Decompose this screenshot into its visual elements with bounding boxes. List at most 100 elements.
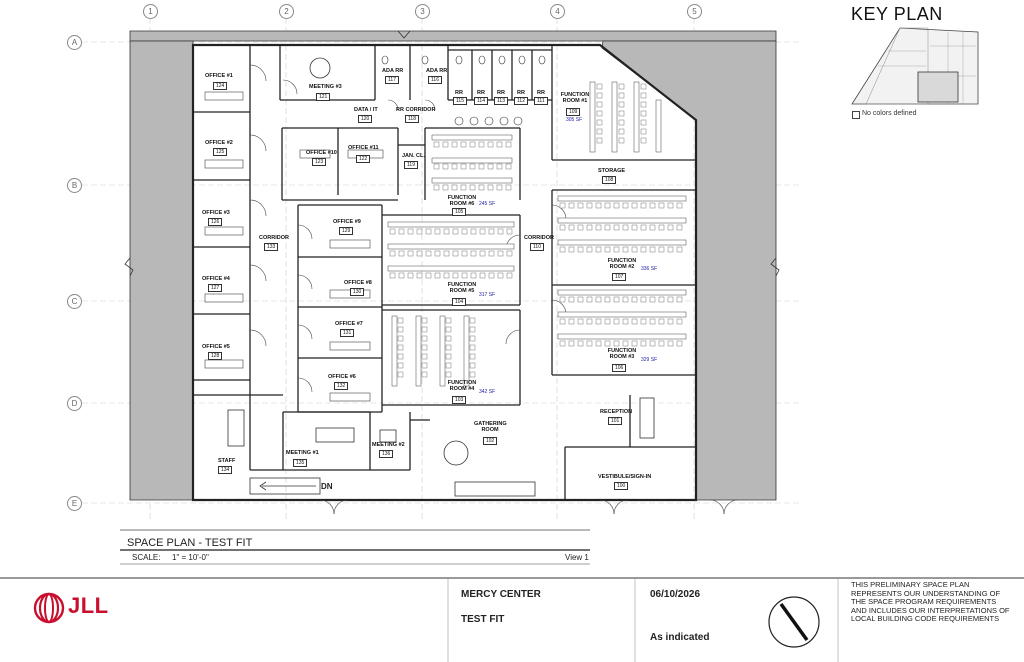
room-number: 101	[608, 417, 623, 425]
exterior-walls	[129, 30, 777, 501]
room-number: 109	[566, 108, 581, 116]
chairs	[389, 83, 683, 378]
room-name: FUNCTION ROOM #3	[607, 348, 637, 360]
room-name: ADA RR	[382, 68, 404, 74]
room-area: 305 SF	[566, 117, 583, 123]
room-name: OFFICE #4	[202, 276, 230, 282]
room-number: 133	[264, 243, 279, 251]
view-title-frame	[120, 529, 590, 565]
room-name: STORAGE	[598, 168, 626, 174]
room-name: OFFICE #11	[348, 145, 379, 151]
room-number: 131	[340, 329, 355, 337]
room-number: 111	[534, 97, 548, 105]
room-name: RR	[497, 90, 505, 96]
room-number: 102	[483, 437, 498, 445]
room-name: OFFICE #2	[205, 140, 233, 146]
room-number: 127	[208, 284, 223, 292]
grid-col-3: 3	[415, 4, 430, 19]
room-number: 126	[208, 218, 223, 226]
room-number: 124	[213, 82, 228, 90]
key-plan-diagram	[851, 27, 979, 105]
building-outline	[191, 43, 698, 502]
room-number: 116	[428, 76, 442, 84]
room-number: 114	[474, 97, 488, 105]
room-name: RR	[517, 90, 525, 96]
room-number: 106	[612, 364, 627, 372]
room-name: OFFICE #8	[344, 280, 372, 286]
room-name: FUNCTION ROOM #5	[447, 282, 477, 294]
room-name: STAFF	[218, 458, 236, 464]
jll-logo-text: JLL	[68, 593, 109, 618]
room-number: 134	[218, 466, 233, 474]
room-number: 125	[213, 148, 228, 156]
room-name: DATA / IT	[354, 107, 378, 113]
title-block-frame	[0, 577, 1024, 662]
scale-note: As indicated	[650, 632, 710, 643]
doors	[249, 64, 739, 515]
function-room-tables	[387, 81, 687, 387]
room-number: 100	[614, 482, 629, 490]
project-subtitle: TEST FIT	[461, 614, 505, 625]
room-name: OFFICE #1	[205, 73, 233, 79]
room-number: 122	[356, 155, 371, 163]
room-number: 105	[452, 208, 467, 216]
room-area: 317 SF	[479, 292, 496, 298]
interior-walls	[193, 45, 696, 500]
room-name: FUNCTION ROOM #4	[447, 380, 477, 392]
room-name: MEETING #1	[286, 450, 319, 456]
room-name: FUNCTION ROOM #6	[447, 195, 477, 207]
room-name: RR	[477, 90, 485, 96]
view-scale-label: SCALE:	[132, 553, 161, 562]
room-area: 245 SF	[479, 201, 496, 207]
grid-col-4: 4	[550, 4, 565, 19]
room-number: 121	[316, 93, 331, 101]
stair-down-label: DN	[321, 482, 333, 491]
room-number: 123	[312, 158, 327, 166]
grid-row-a: A	[67, 35, 82, 50]
view-scale-value: 1" = 10'-0"	[172, 553, 209, 562]
room-number: 129	[339, 227, 354, 235]
view-title: SPACE PLAN - TEST FIT	[127, 537, 253, 549]
room-number: 130	[350, 288, 365, 296]
room-name: RR	[455, 90, 463, 96]
room-number: 112	[514, 97, 528, 105]
room-number: 135	[293, 459, 308, 467]
room-name: FUNCTION ROOM #2	[607, 258, 637, 270]
room-name: OFFICE #9	[333, 219, 361, 225]
room-number: 118	[405, 115, 419, 123]
room-name: RR CORRIDOR	[396, 107, 436, 113]
key-plan-legend: No colors defined	[862, 110, 917, 117]
room-number: 107	[612, 273, 627, 281]
room-name: RECEPTION	[600, 409, 633, 415]
room-name: JAN. CL.	[402, 153, 425, 159]
room-name: OFFICE #6	[328, 374, 356, 380]
view-number: View 1	[565, 553, 589, 562]
room-area: 336 SF	[641, 266, 658, 272]
room-number: 117	[385, 76, 399, 84]
room-name: ADA RR	[426, 68, 448, 74]
disclaimer-text: THIS PRELIMINARY SPACE PLAN REPRESENTS O…	[851, 580, 1010, 623]
grid-col-1: 1	[143, 4, 158, 19]
room-number: 113	[494, 97, 508, 105]
room-area: 342 SF	[479, 389, 496, 395]
room-number: 110	[530, 243, 544, 251]
grid-row-c: C	[67, 294, 82, 309]
room-number: 119	[404, 161, 418, 169]
room-number: 136	[379, 450, 394, 458]
room-number: 128	[208, 352, 223, 360]
grid-col-5: 5	[687, 4, 702, 19]
room-name: CORRIDOR	[524, 235, 554, 241]
room-area: 329 SF	[641, 357, 658, 363]
north-arrow-icon	[768, 596, 820, 648]
issue-date: 06/10/2026	[650, 589, 701, 600]
grid-row-e: E	[67, 496, 82, 511]
room-number: 104	[452, 298, 467, 306]
grid-col-2: 2	[279, 4, 294, 19]
grid-row-d: D	[67, 396, 82, 411]
room-name: CORRIDOR	[259, 235, 289, 241]
grid-row-b: B	[67, 178, 82, 193]
room-number: 132	[334, 382, 349, 390]
room-number: 103	[452, 396, 467, 404]
room-number: 108	[602, 176, 617, 184]
